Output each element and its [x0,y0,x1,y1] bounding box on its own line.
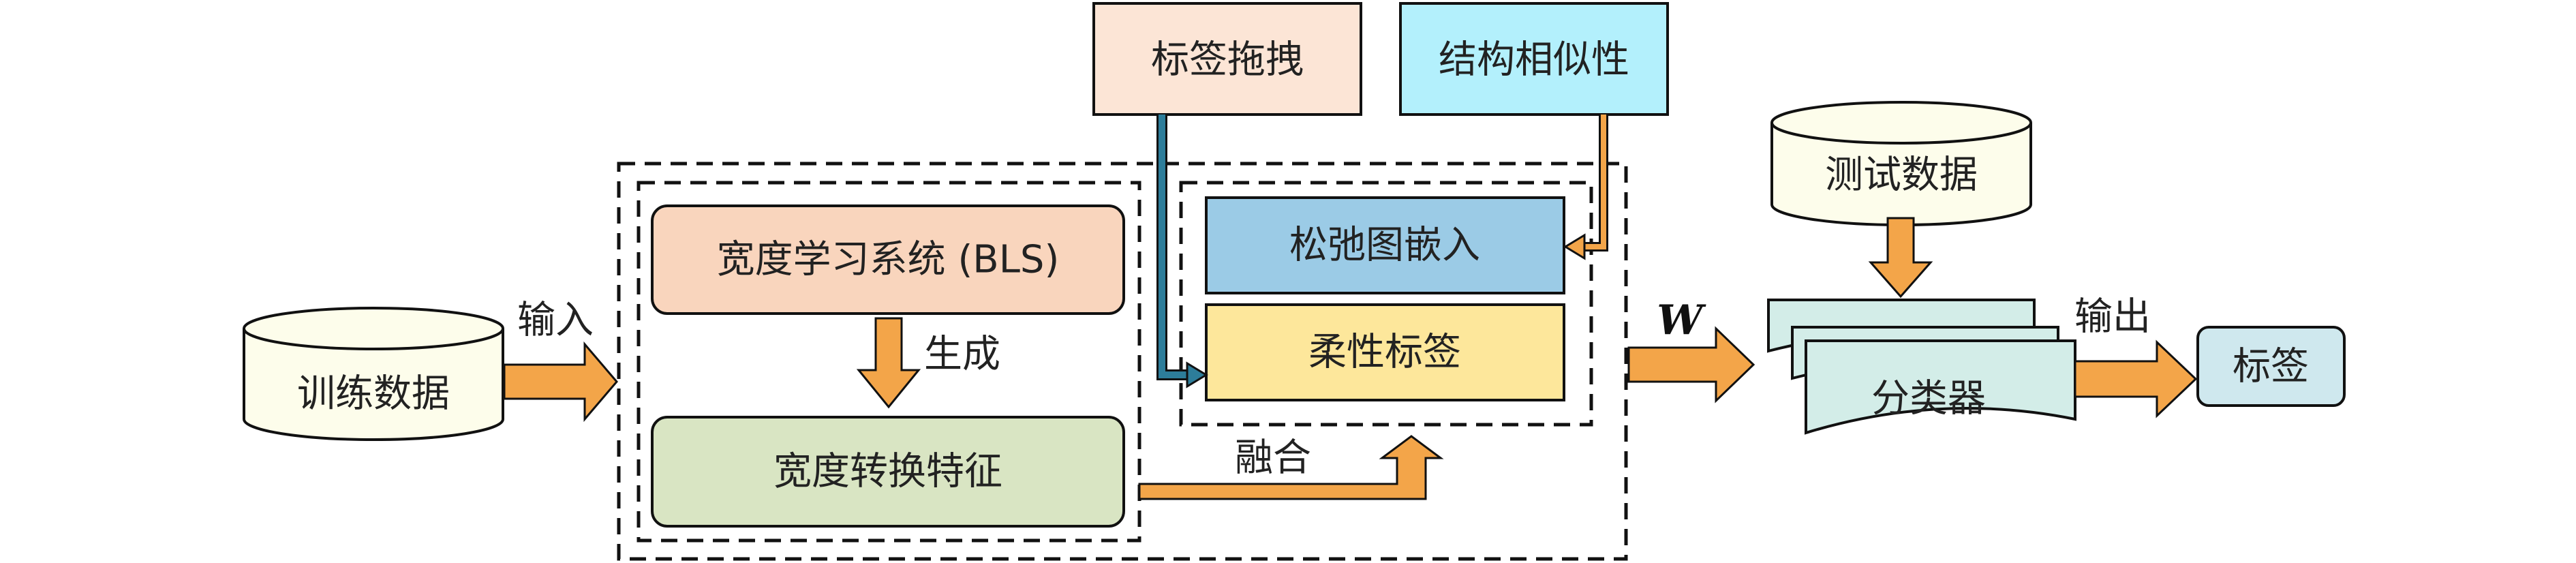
label-drag-node: 标签拖拽 [1092,2,1362,116]
fusion-label: 融合 [1235,436,1311,481]
structural-similarity-label: 结构相似性 [1439,38,1629,82]
structural-similarity-node: 结构相似性 [1399,2,1669,116]
training-data-label: 训练数据 [297,372,450,416]
outer-dashed-frame [617,162,1628,561]
fusion-arrow: 融合 [1138,435,1444,500]
bls-dashed-frame [637,181,1141,543]
structural-similarity-arrow [1563,115,1608,260]
label-drag-label: 标签拖拽 [1151,38,1304,82]
soft-label-label: 柔性标签 [1308,331,1461,375]
classifier-label: 分类器 [1871,377,1986,421]
input-label: 输入 [517,299,594,343]
label-node: 标签 [2196,326,2346,407]
bls-features-label: 宽度转换特征 [773,450,1002,494]
test-data-arrow [1868,217,1933,299]
test-data-label: 测试数据 [1825,153,1978,198]
relaxed-graph-embedding-node: 松弛图嵌入 [1205,196,1565,294]
classifier-node: 分类器 [1767,299,2076,435]
label-drag-arrow [1156,115,1208,389]
generate-arrow: 生成 [856,317,1000,409]
weights-label: W [1657,296,1706,344]
bls-node: 宽度学习系统 (BLS) [651,204,1125,315]
test-data-cylinder: 测试数据 [1770,101,2032,226]
output-arrow: 输出 [2074,295,2198,419]
label-node-label: 标签 [2233,345,2309,389]
input-arrow: 输入 [503,299,618,423]
bls-features-node: 宽度转换特征 [651,416,1125,528]
training-data-cylinder: 训练数据 [243,307,504,441]
generate-label: 生成 [924,333,1000,377]
weights-arrow: W [1627,296,1755,404]
bls-label: 宽度学习系统 (BLS) [717,238,1060,282]
embedding-dashed-frame [1179,181,1593,427]
relaxed-graph-embedding-label: 松弛图嵌入 [1289,224,1480,268]
output-label: 输出 [2074,295,2151,339]
soft-label-node: 柔性标签 [1205,303,1565,401]
